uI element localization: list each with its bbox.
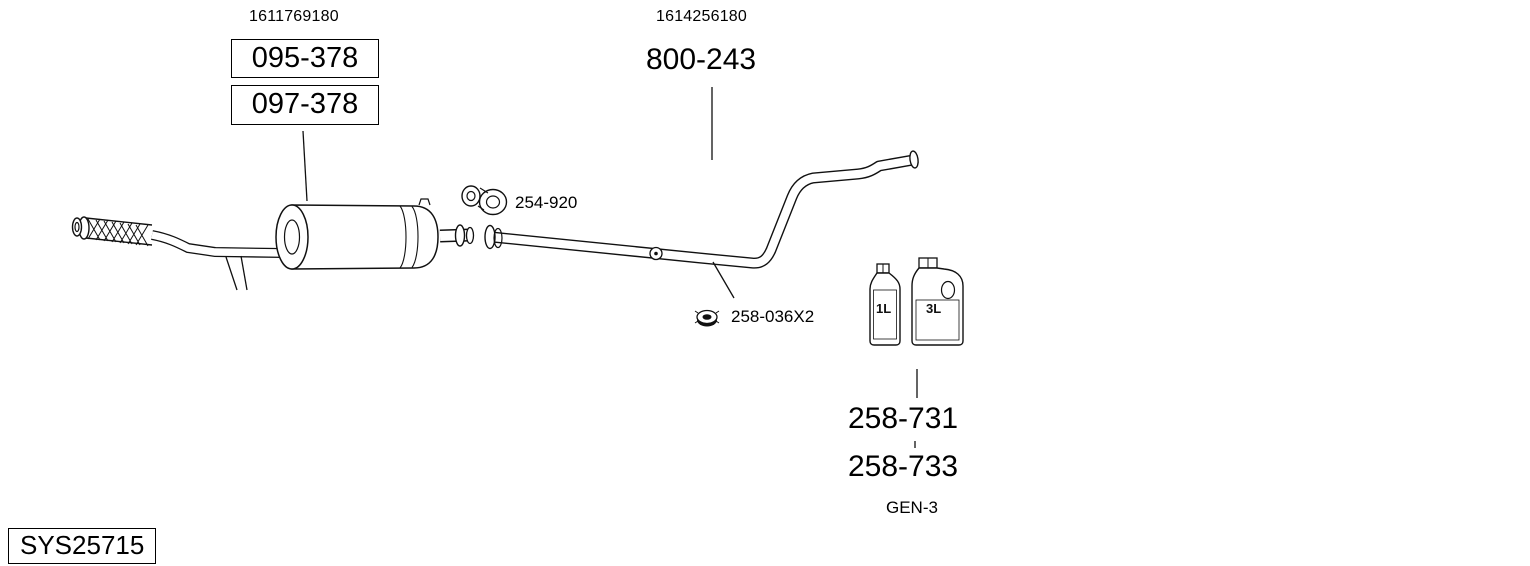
part-number-095-378[interactable]: 095-378	[231, 39, 379, 79]
leader-lines	[302, 87, 918, 448]
ref-number-top-left: 1611769180	[249, 8, 339, 25]
bottle-3l: 3L	[911, 257, 964, 346]
part-number-097-378[interactable]: 097-378	[231, 85, 379, 125]
detail-lines	[225, 255, 735, 299]
generation-label: GEN-3	[886, 498, 938, 517]
gasket-icon	[694, 309, 720, 327]
clamp-icon	[461, 185, 508, 216]
muffler-body	[275, 198, 439, 270]
part-number-258-036x2[interactable]: 258-036X2	[731, 307, 815, 326]
part-number-800-243[interactable]: 800-243	[646, 43, 757, 76]
bottle-3l-label: 3L	[926, 301, 941, 316]
hanger-bracket-line	[240, 255, 248, 291]
mid-pipe-fittings	[484, 150, 919, 261]
leader-line-muffler	[302, 130, 308, 202]
flex-braid-hatch	[87, 218, 149, 247]
boxed-part-group: 095-378 097-378	[231, 39, 379, 125]
front-pipe	[151, 230, 285, 258]
hanger-bracket-line	[225, 256, 238, 291]
ref-number-top-center: 1614256180	[656, 8, 747, 25]
part-number-258-733[interactable]: 258-733	[848, 450, 959, 483]
flex-pipe-section	[71, 216, 153, 247]
tailpipe-open-end	[909, 150, 919, 169]
bottle-1l: 1L	[869, 263, 901, 346]
part-number-254-920[interactable]: 254-920	[515, 193, 578, 212]
part-number-258-731[interactable]: 258-731	[848, 402, 959, 435]
outlet-pipe	[439, 224, 475, 247]
gasket-leader-line	[712, 261, 735, 299]
bottle-1l-label: 1L	[876, 301, 891, 316]
system-code-box: SYS25715	[8, 528, 157, 564]
mid-pipe	[491, 154, 914, 269]
